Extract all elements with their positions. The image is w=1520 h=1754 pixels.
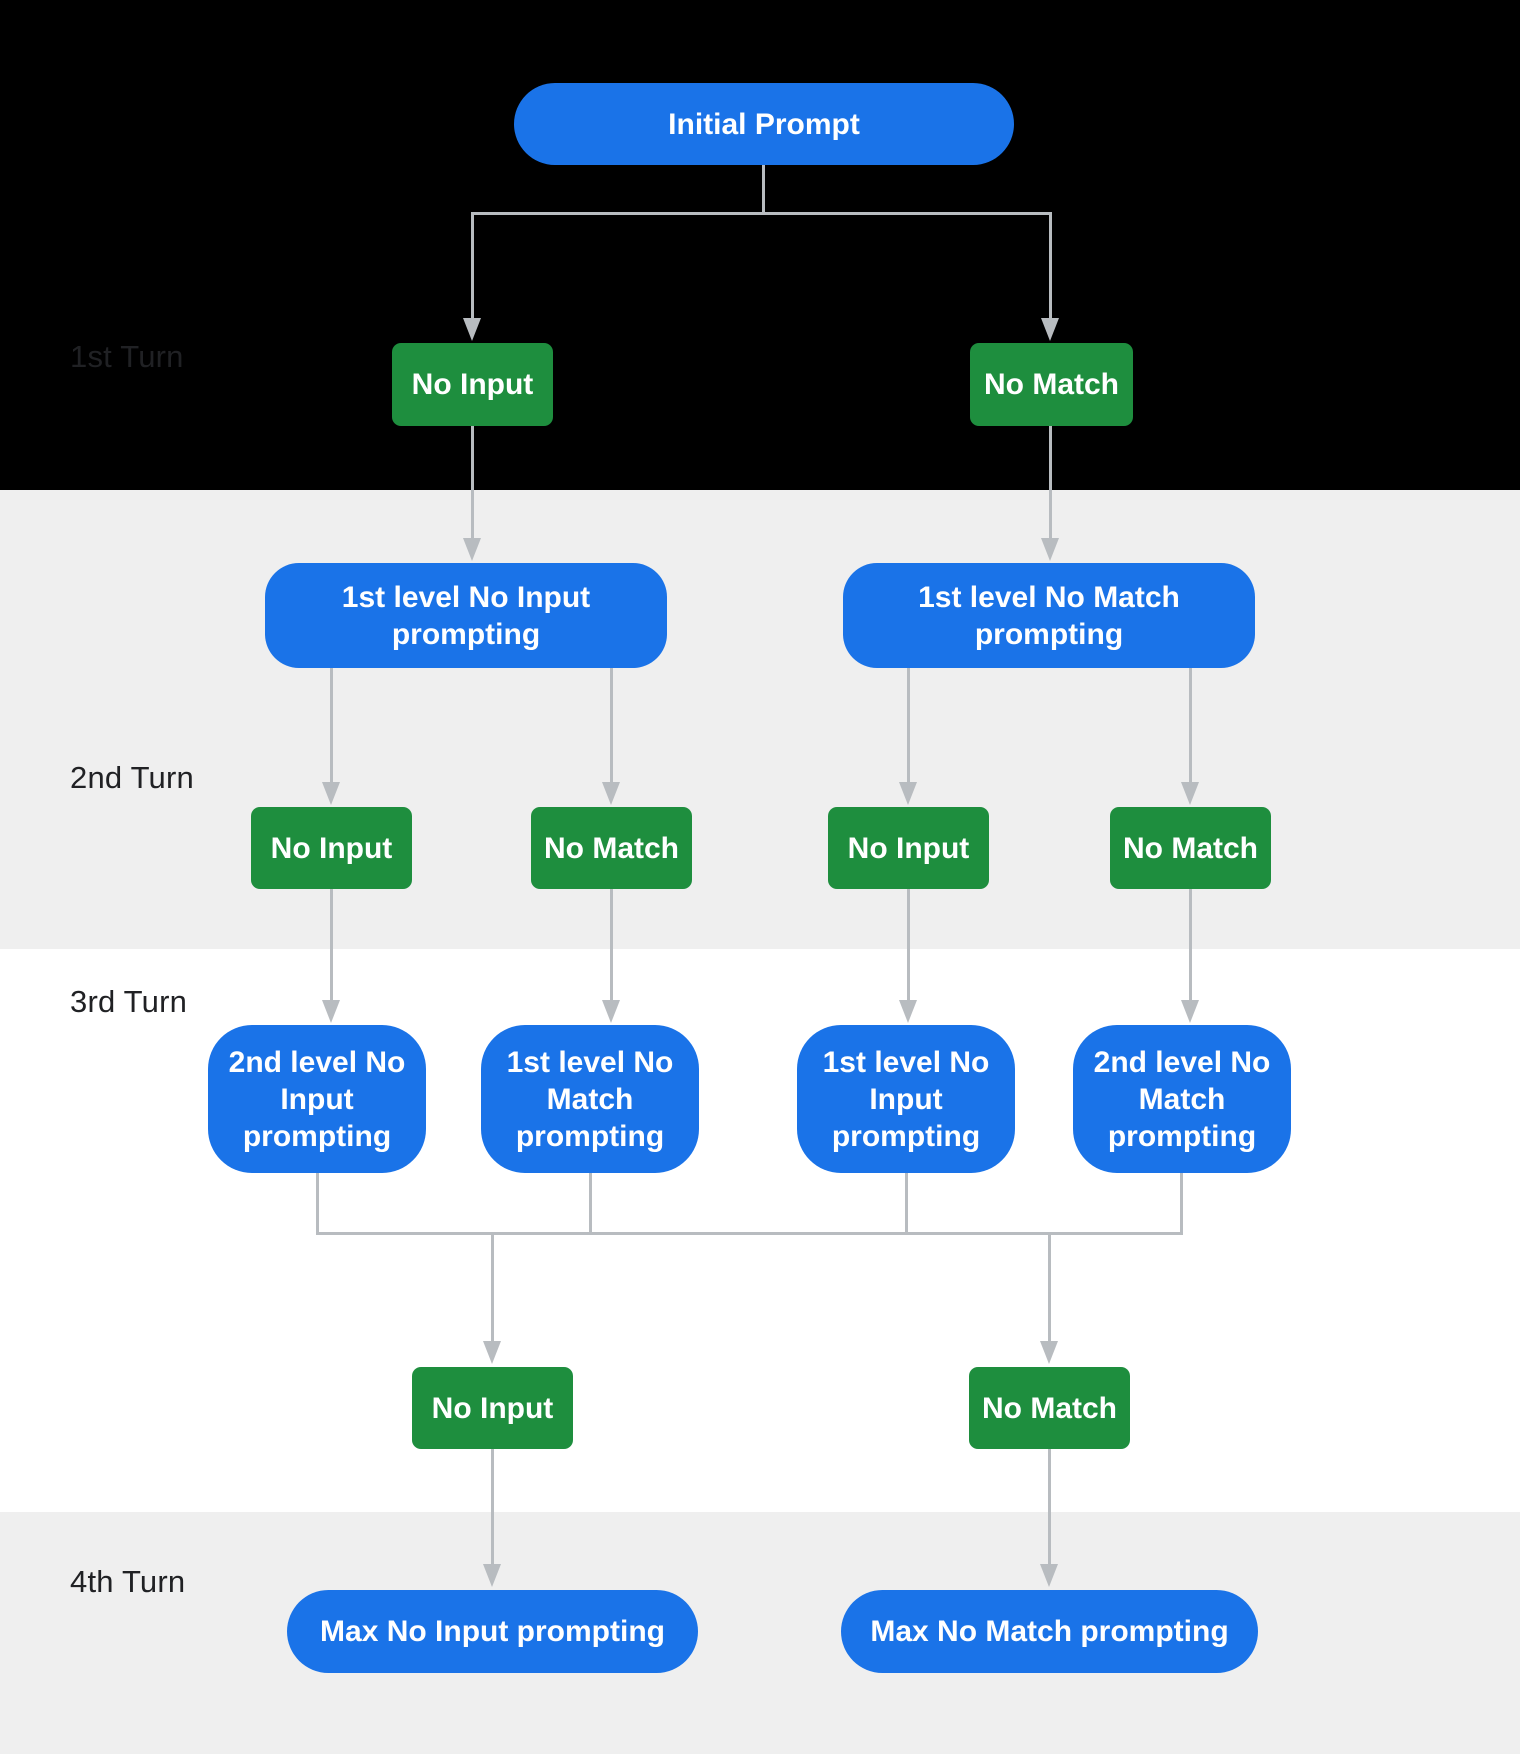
connector-turn1-no-input-to-prompt [471, 426, 474, 538]
connector-t2nm-a-to-prompt [610, 889, 613, 1000]
arrowhead-final-no-input-to-max [483, 1564, 501, 1587]
arrowhead-turn1-no-match-to-prompt [1041, 538, 1059, 561]
node-label-line: Initial Prompt [668, 107, 860, 141]
arrowhead-final-no-match-to-max [1040, 1564, 1058, 1587]
turn-label-2: 2nd Turn [70, 760, 194, 795]
turn-2-band [0, 490, 1520, 949]
connector-stub-box3 [905, 1173, 908, 1235]
node-label-line: No Match [544, 831, 679, 865]
node-turn2-no-input-right: No Input [828, 807, 989, 889]
node-label-line: prompting [515, 1119, 665, 1153]
node-label-line: 1st level No Match [918, 580, 1180, 614]
node-label-line: Max No Input prompting [320, 1615, 665, 1648]
node-turn4-max-no-input-prompting: Max No Input prompting [287, 1590, 698, 1673]
node-turn2-no-match-left: No Match [531, 807, 692, 889]
node-label-line: 2nd level No [228, 1045, 406, 1079]
node-turn1-no-match: No Match [970, 343, 1133, 426]
node-label-line: Input [280, 1082, 354, 1116]
arrowhead-t2nm-b-to-prompt [1181, 1000, 1199, 1023]
node-label-line: 2nd level No [1093, 1045, 1271, 1079]
connector-branch-turn1 [471, 212, 1052, 215]
arrowhead-merge-to-no-input [483, 1341, 501, 1364]
turn-1-band [0, 0, 1520, 490]
connector-l1nm-to-no-match [1189, 668, 1192, 782]
node-label-line: Match [546, 1082, 634, 1116]
node-label-line: No Input [270, 831, 393, 865]
node-label-line: prompting [242, 1119, 392, 1153]
node-label-line: No Match [1123, 831, 1258, 865]
node-label-line: No Match [984, 368, 1119, 401]
connector-l1nm-to-no-input [907, 668, 910, 782]
arrowhead-t2nm-a-to-prompt [602, 1000, 620, 1023]
arrowhead-to-turn1-no-match [1041, 318, 1059, 341]
arrowhead-l1ni-to-no-match [602, 782, 620, 805]
arrowhead-to-turn1-no-input [463, 318, 481, 341]
node-turn3-no-input-final: No Input [412, 1367, 573, 1449]
connector-merge-to-no-input [491, 1235, 494, 1341]
node-label-line: 1st level No [506, 1045, 674, 1079]
connector-stub-box4 [1180, 1173, 1183, 1235]
turn-label-4: 4th Turn [70, 1564, 186, 1599]
node-label-line: No Input [411, 368, 534, 401]
arrowhead-t2ni-b-to-prompt [899, 1000, 917, 1023]
turn-4-band [0, 1512, 1520, 1754]
node-label-line: No Input [431, 1391, 554, 1425]
connector-final-no-input-to-max [491, 1449, 494, 1564]
arrowhead-l1nm-to-no-input [899, 782, 917, 805]
connector-merge-line [316, 1232, 1183, 1235]
node-label-line: Input [869, 1082, 943, 1116]
node-turn1-no-input: No Input [392, 343, 553, 426]
turn-label-3: 3rd Turn [70, 984, 188, 1019]
node-turn3-no-match-final: No Match [969, 1367, 1130, 1449]
node-label-line: No Input [847, 831, 970, 865]
turn-label-1: 1st Turn [70, 339, 184, 374]
connector-turn1-no-match-to-prompt [1049, 426, 1052, 538]
node-label-line: No Match [982, 1391, 1117, 1425]
node-label-line: prompting [974, 617, 1124, 651]
node-label-line: prompting [391, 617, 541, 651]
connector-final-no-match-to-max [1048, 1449, 1051, 1564]
connector-t2ni-a-to-prompt [330, 889, 333, 1000]
arrowhead-l1ni-to-no-input [322, 782, 340, 805]
connector-trunk-initial [762, 165, 765, 214]
node-label-line: Max No Match prompting [870, 1615, 1229, 1648]
connector-merge-to-no-match [1048, 1235, 1051, 1341]
connector-to-turn1-no-match [1049, 213, 1052, 318]
connector-t2ni-b-to-prompt [907, 889, 910, 1000]
arrowhead-t2ni-a-to-prompt [322, 1000, 340, 1023]
connector-t2nm-b-to-prompt [1189, 889, 1192, 1000]
arrowhead-merge-to-no-match [1040, 1341, 1058, 1364]
node-turn2-no-match-right: No Match [1110, 807, 1271, 889]
node-label-line: 1st level No [822, 1045, 990, 1079]
connector-stub-box2 [589, 1173, 592, 1235]
node-turn4-max-no-match-prompting: Max No Match prompting [841, 1590, 1258, 1673]
connector-l1ni-to-no-match [610, 668, 613, 782]
node-label-line: prompting [1107, 1119, 1257, 1153]
arrowhead-l1nm-to-no-match [1181, 782, 1199, 805]
connector-l1ni-to-no-input [330, 668, 333, 782]
node-initial-prompt: Initial Prompt [514, 83, 1014, 165]
connector-to-turn1-no-input [471, 213, 474, 318]
node-label-line: prompting [831, 1119, 981, 1153]
node-turn2-no-input-left: No Input [251, 807, 412, 889]
node-label-line: Match [1138, 1082, 1226, 1116]
arrowhead-turn1-no-input-to-prompt [463, 538, 481, 561]
connector-stub-box1 [316, 1173, 319, 1235]
node-label-line: 1st level No Input [341, 580, 591, 614]
